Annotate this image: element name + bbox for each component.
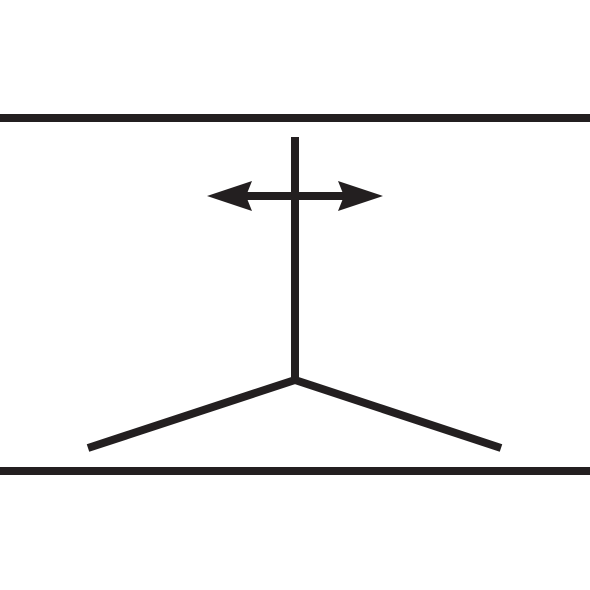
left-arrowhead-icon — [207, 181, 252, 211]
right-arrowhead-icon — [338, 181, 383, 211]
left-base-leg-line — [86, 376, 297, 452]
right-base-leg-line — [293, 376, 503, 452]
